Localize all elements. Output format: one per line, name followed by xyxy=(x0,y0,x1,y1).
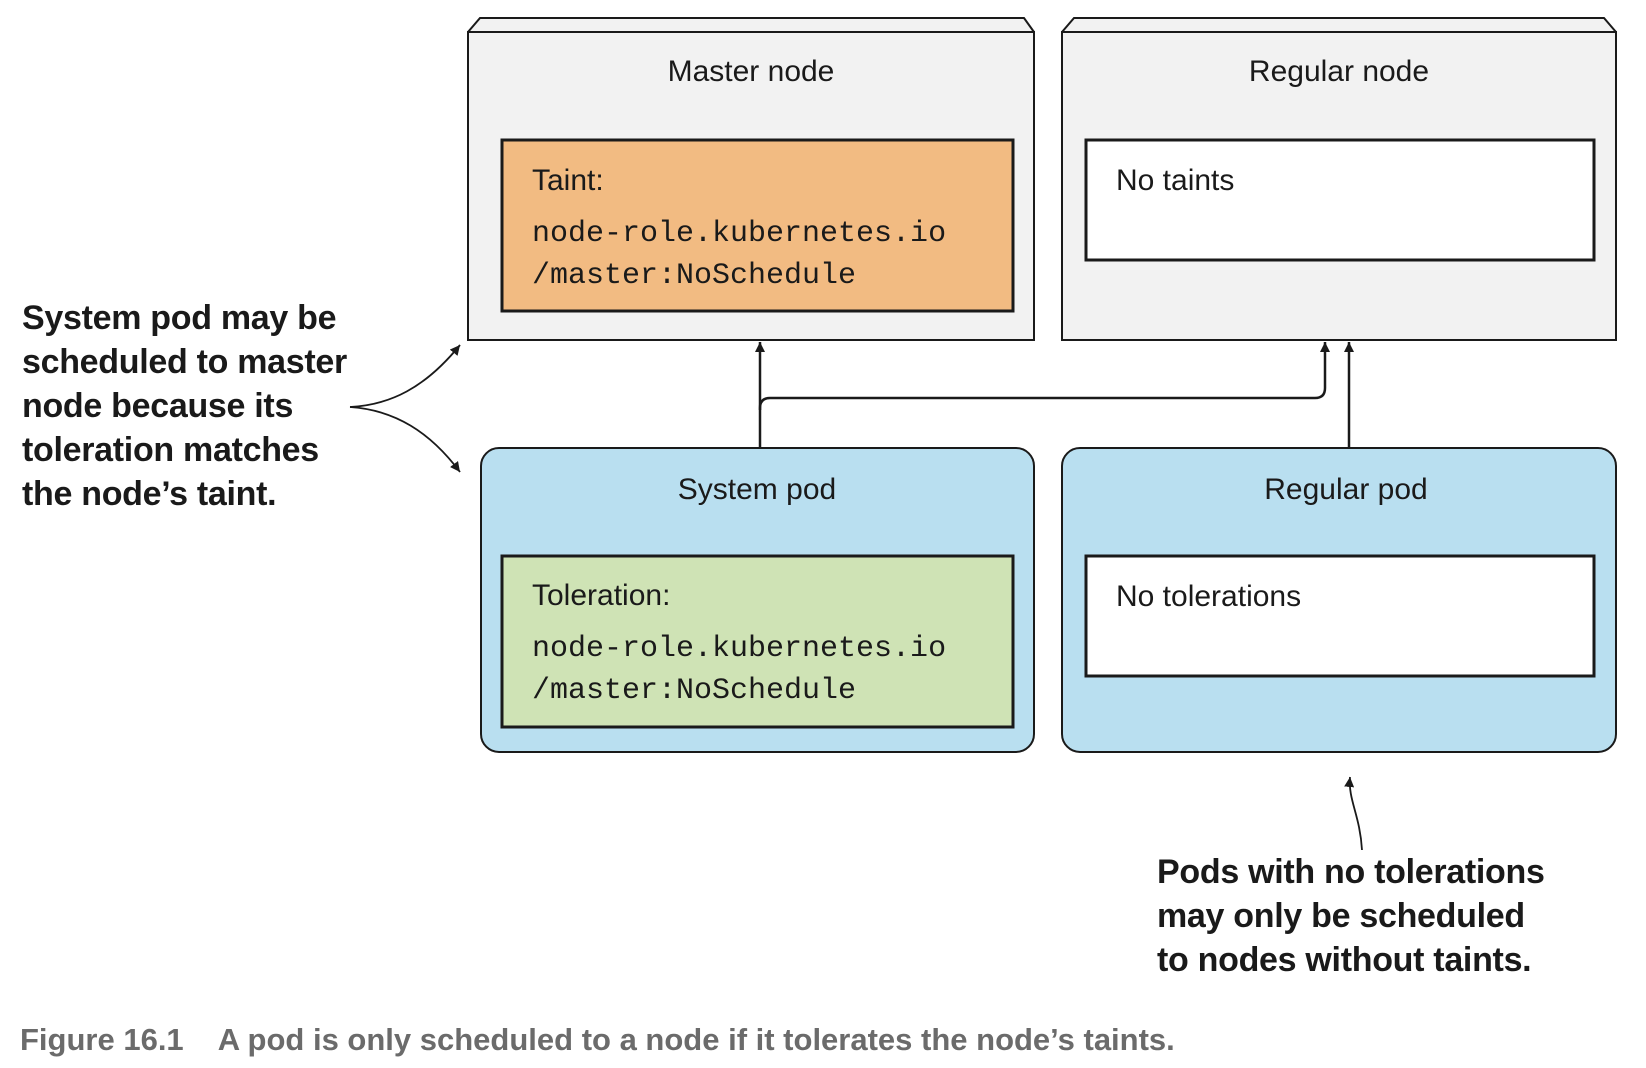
taint-value-line1: node-role.kubernetes.io xyxy=(532,217,946,251)
arrow-system-pod-to-regular-node xyxy=(758,342,1330,410)
taint-value-line2: /master:NoSchedule xyxy=(532,259,856,293)
annotation-left-line: node because its xyxy=(22,387,294,425)
scheduling-arrows xyxy=(755,342,1354,448)
annotation-left-line: scheduled to master xyxy=(22,343,347,381)
system-pod: System pod Toleration: node-role.kuberne… xyxy=(480,447,1035,753)
taint-box xyxy=(500,138,1015,313)
annotation-left: System pod may be scheduled to master no… xyxy=(22,296,347,516)
toleration-value-line1: node-role.kubernetes.io xyxy=(532,632,946,666)
callout-arrows xyxy=(349,344,1363,851)
toleration-box xyxy=(500,554,1015,729)
annotation-bottom-line: may only be scheduled xyxy=(1157,897,1525,935)
toleration-label: Toleration: xyxy=(532,579,670,612)
annotation-bottom-line: Pods with no tolerations xyxy=(1157,853,1545,891)
taint-label: Taint: xyxy=(532,164,604,197)
no-taints-label: No taints xyxy=(1116,164,1234,197)
callout-arrow-to-regular-pod xyxy=(1344,776,1363,851)
toleration-value-line2: /master:NoSchedule xyxy=(532,674,856,708)
figure-number: Figure 16.1 xyxy=(20,1022,184,1057)
regular-node: Regular node No taints xyxy=(1061,17,1617,341)
annotation-bottom: Pods with no tolerations may only be sch… xyxy=(1157,850,1545,982)
annotation-left-line: toleration matches xyxy=(22,431,319,469)
callout-arrow-to-system-pod xyxy=(349,406,461,473)
annotation-left-line: the node’s taint. xyxy=(22,475,277,513)
master-node-title: Master node xyxy=(668,55,835,88)
master-node: Master node Taint: node-role.kubernetes.… xyxy=(467,17,1035,341)
regular-pod: Regular pod No tolerations xyxy=(1061,447,1617,753)
annotation-bottom-line: to nodes without taints. xyxy=(1157,941,1532,979)
no-tolerations-label: No tolerations xyxy=(1116,580,1301,613)
regular-pod-title: Regular pod xyxy=(1264,473,1427,506)
callout-arrow-to-master xyxy=(349,344,461,408)
figure-caption-text: A pod is only scheduled to a node if it … xyxy=(217,1022,1175,1057)
system-pod-title: System pod xyxy=(678,473,836,506)
no-taints-box xyxy=(1084,138,1596,262)
no-tolerations-box xyxy=(1084,554,1596,678)
regular-node-title: Regular node xyxy=(1249,55,1429,88)
figure-caption: Figure 16.1 A pod is only scheduled to a … xyxy=(20,1022,1175,1058)
annotation-left-line: System pod may be xyxy=(22,299,337,337)
